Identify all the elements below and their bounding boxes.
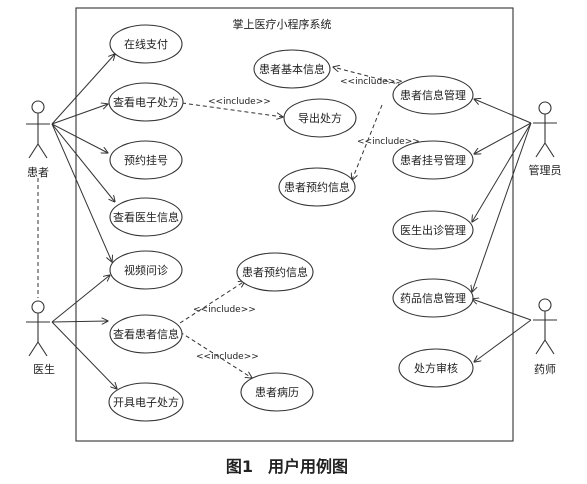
use-case-view-e-prescription-label: 查看电子处方	[113, 95, 179, 109]
actor-patient-head	[31, 100, 45, 114]
use-case-drug-info-management-label: 药品信息管理	[400, 291, 466, 305]
system-boundary	[75, 7, 514, 442]
include-label-basic-info: <<include>>	[340, 77, 403, 87]
include-label-medical-record: <<include>>	[196, 352, 259, 362]
actor-pharmacist-label: 药师	[534, 363, 556, 376]
include-dependencies: <<include>> <<include>> <<include>> <<in…	[179, 67, 420, 378]
actor-patient-label: 患者	[27, 166, 49, 179]
use-case-patient-basic-info: 患者基本信息	[253, 49, 331, 89]
use-case-view-patient-info-label: 查看患者信息	[113, 327, 179, 341]
system-title: 掌上医疗小程序系统	[233, 17, 332, 31]
use-case-export-prescription-label: 导出处方	[298, 111, 342, 125]
use-case-patient-medical-record-label: 患者病历	[255, 385, 299, 399]
use-case-view-doctor-info-label: 查看医生信息	[113, 210, 179, 224]
caption-title: 用户用例图	[268, 457, 348, 476]
use-case-patient-appointment-info-left-label: 患者预约信息	[242, 265, 308, 279]
use-case-patient-appointment-info-right-label: 患者预约信息	[284, 180, 350, 194]
actor-doctor-head	[31, 300, 45, 314]
actor-admin-label: 管理员	[529, 163, 562, 177]
use-case-view-e-prescription: 查看电子处方	[108, 82, 184, 122]
use-case-prescription-review-label: 处方审核	[414, 361, 458, 375]
actor-pharmacist: 药师	[533, 298, 557, 376]
use-case-patient-registration-management: 患者挂号管理	[392, 140, 474, 180]
include-label-appointment-left: <<include>>	[193, 305, 256, 315]
figure-caption: 图1 用户用例图	[226, 457, 348, 476]
use-case-patient-medical-record: 患者病历	[240, 372, 314, 412]
use-case-issue-e-prescription: 开具电子处方	[108, 382, 184, 422]
use-case-patient-basic-info-label: 患者基本信息	[259, 62, 325, 76]
use-case-patient-appointment-info-right: 患者预约信息	[278, 167, 356, 207]
actor-admin-head	[538, 101, 552, 115]
admin-associations	[472, 99, 532, 292]
caption-number: 图1	[226, 457, 253, 476]
use-case-online-payment: 在线支付	[109, 24, 183, 64]
include-label-appointment-right: <<include>>	[357, 137, 420, 147]
use-case-view-doctor-info: 查看医生信息	[109, 197, 183, 237]
use-case-patient-info-management-label: 患者信息管理	[400, 88, 466, 102]
use-case-video-consultation-label: 视频问诊	[124, 263, 168, 277]
use-case-book-registration: 预约挂号	[109, 140, 183, 180]
use-case-patient-registration-management-label: 患者挂号管理	[400, 153, 466, 167]
use-case-doctor-schedule-management-label: 医生出诊管理	[400, 223, 466, 237]
use-case-patient-info-management: 患者信息管理	[392, 75, 474, 115]
use-case-doctor-schedule-management: 医生出诊管理	[392, 210, 474, 250]
doctor-associations	[51, 275, 117, 389]
use-case-view-patient-info: 查看患者信息	[109, 314, 183, 354]
actor-patient: 患者	[26, 100, 50, 179]
include-label-export: <<include>>	[208, 97, 271, 107]
use-case-patient-appointment-info-left: 患者预约信息	[236, 252, 314, 292]
use-case-export-prescription: 导出处方	[283, 98, 357, 138]
patient-associations	[37, 54, 115, 298]
use-case-prescription-review: 处方审核	[398, 348, 474, 388]
actor-admin: 管理员	[529, 101, 562, 177]
use-case-book-registration-label: 预约挂号	[124, 153, 168, 167]
use-case-drug-info-management: 药品信息管理	[392, 278, 474, 318]
use-case-online-payment-label: 在线支付	[124, 37, 168, 51]
use-case-issue-e-prescription-label: 开具电子处方	[113, 395, 179, 409]
actor-doctor: 医生	[26, 300, 55, 376]
pharmacist-associations	[472, 299, 532, 362]
actor-doctor-label: 医生	[33, 362, 55, 376]
actor-pharmacist-head	[538, 298, 552, 312]
use-case-video-consultation: 视频问诊	[109, 250, 183, 290]
